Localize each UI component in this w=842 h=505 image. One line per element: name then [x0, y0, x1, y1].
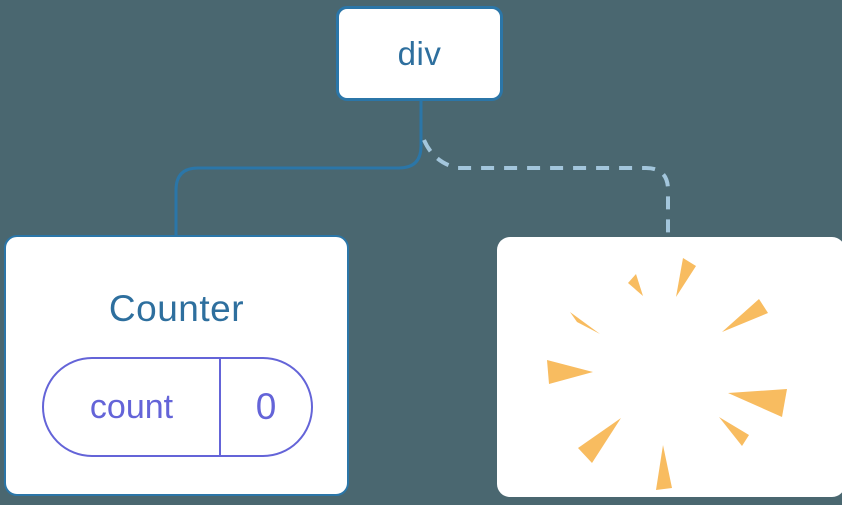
poof-ray [570, 312, 600, 334]
tree-node-div-label: div [397, 34, 442, 72]
poof-ray [656, 445, 672, 490]
state-value: 0 [255, 386, 277, 427]
connector-solid [174, 99, 423, 238]
state-key: count [44, 359, 221, 455]
tree-node-removed [497, 237, 842, 497]
poof-ray [722, 299, 768, 332]
counter-title: Counter [108, 288, 245, 329]
poof-ray [578, 418, 621, 463]
tree-node-div: div [336, 6, 503, 101]
connector-dashed [422, 139, 670, 237]
poof-ray [628, 274, 643, 296]
state-pill: count 0 [42, 357, 313, 457]
poof-ray [728, 389, 787, 417]
poof-ray [676, 258, 696, 297]
tree-node-counter: Counter count 0 [4, 235, 349, 496]
poof-ray [719, 417, 749, 446]
poof-starburst-icon [547, 258, 787, 490]
poof-ray [547, 360, 593, 384]
